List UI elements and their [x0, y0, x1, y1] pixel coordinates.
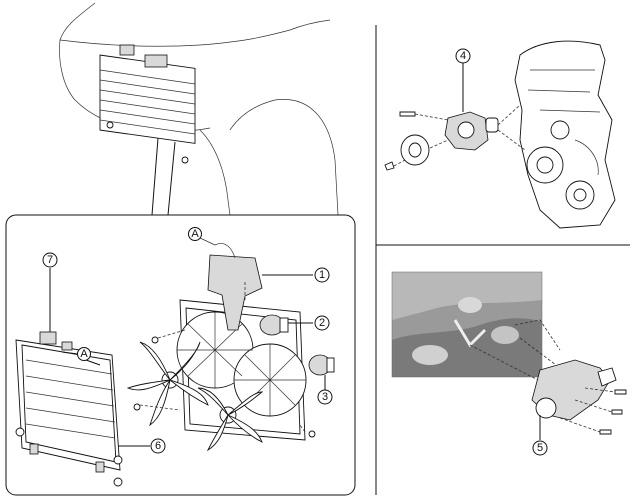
engine-fasteners — [384, 63, 526, 171]
radiator — [15, 331, 123, 487]
vehicle-front-illustration — [59, 2, 339, 216]
callout-1: 1 — [314, 267, 330, 283]
inset-panel — [5, 214, 356, 496]
radiator-in-vehicle — [99, 44, 196, 164]
engine-illustration — [514, 40, 616, 229]
svg-text:A: A — [80, 348, 88, 360]
inset-fasteners — [85, 280, 316, 438]
callout-2: 2 — [314, 315, 330, 331]
coolant-reservoir — [199, 237, 263, 331]
svg-text:7: 7 — [47, 254, 53, 266]
callout-5: 5 — [532, 440, 548, 456]
thermostat-housing — [469, 319, 627, 440]
svg-text:6: 6 — [155, 440, 161, 452]
svg-text:5: 5 — [537, 442, 543, 454]
callout-4: 4 — [455, 48, 471, 64]
water-pump-pulley — [400, 134, 430, 166]
fan-motor-upper — [259, 314, 289, 336]
fan-left — [126, 341, 209, 427]
reference-a-top: A — [188, 227, 202, 241]
fan-right — [197, 387, 264, 452]
engine-bay-photo — [391, 271, 543, 378]
reference-a-radiator: A — [77, 347, 91, 361]
panel-dividers — [375, 25, 630, 495]
callout-7: 7 — [42, 252, 58, 268]
water-pump — [444, 111, 499, 151]
callout-3: 3 — [317, 389, 333, 405]
svg-text:4: 4 — [460, 50, 466, 62]
svg-text:1: 1 — [319, 269, 325, 281]
callout-6: 6 — [150, 438, 166, 454]
svg-text:3: 3 — [322, 391, 328, 403]
svg-text:2: 2 — [319, 317, 325, 329]
fan-motor-lower — [308, 354, 335, 376]
svg-text:A: A — [191, 228, 199, 240]
inset-leaders — [49, 268, 326, 447]
